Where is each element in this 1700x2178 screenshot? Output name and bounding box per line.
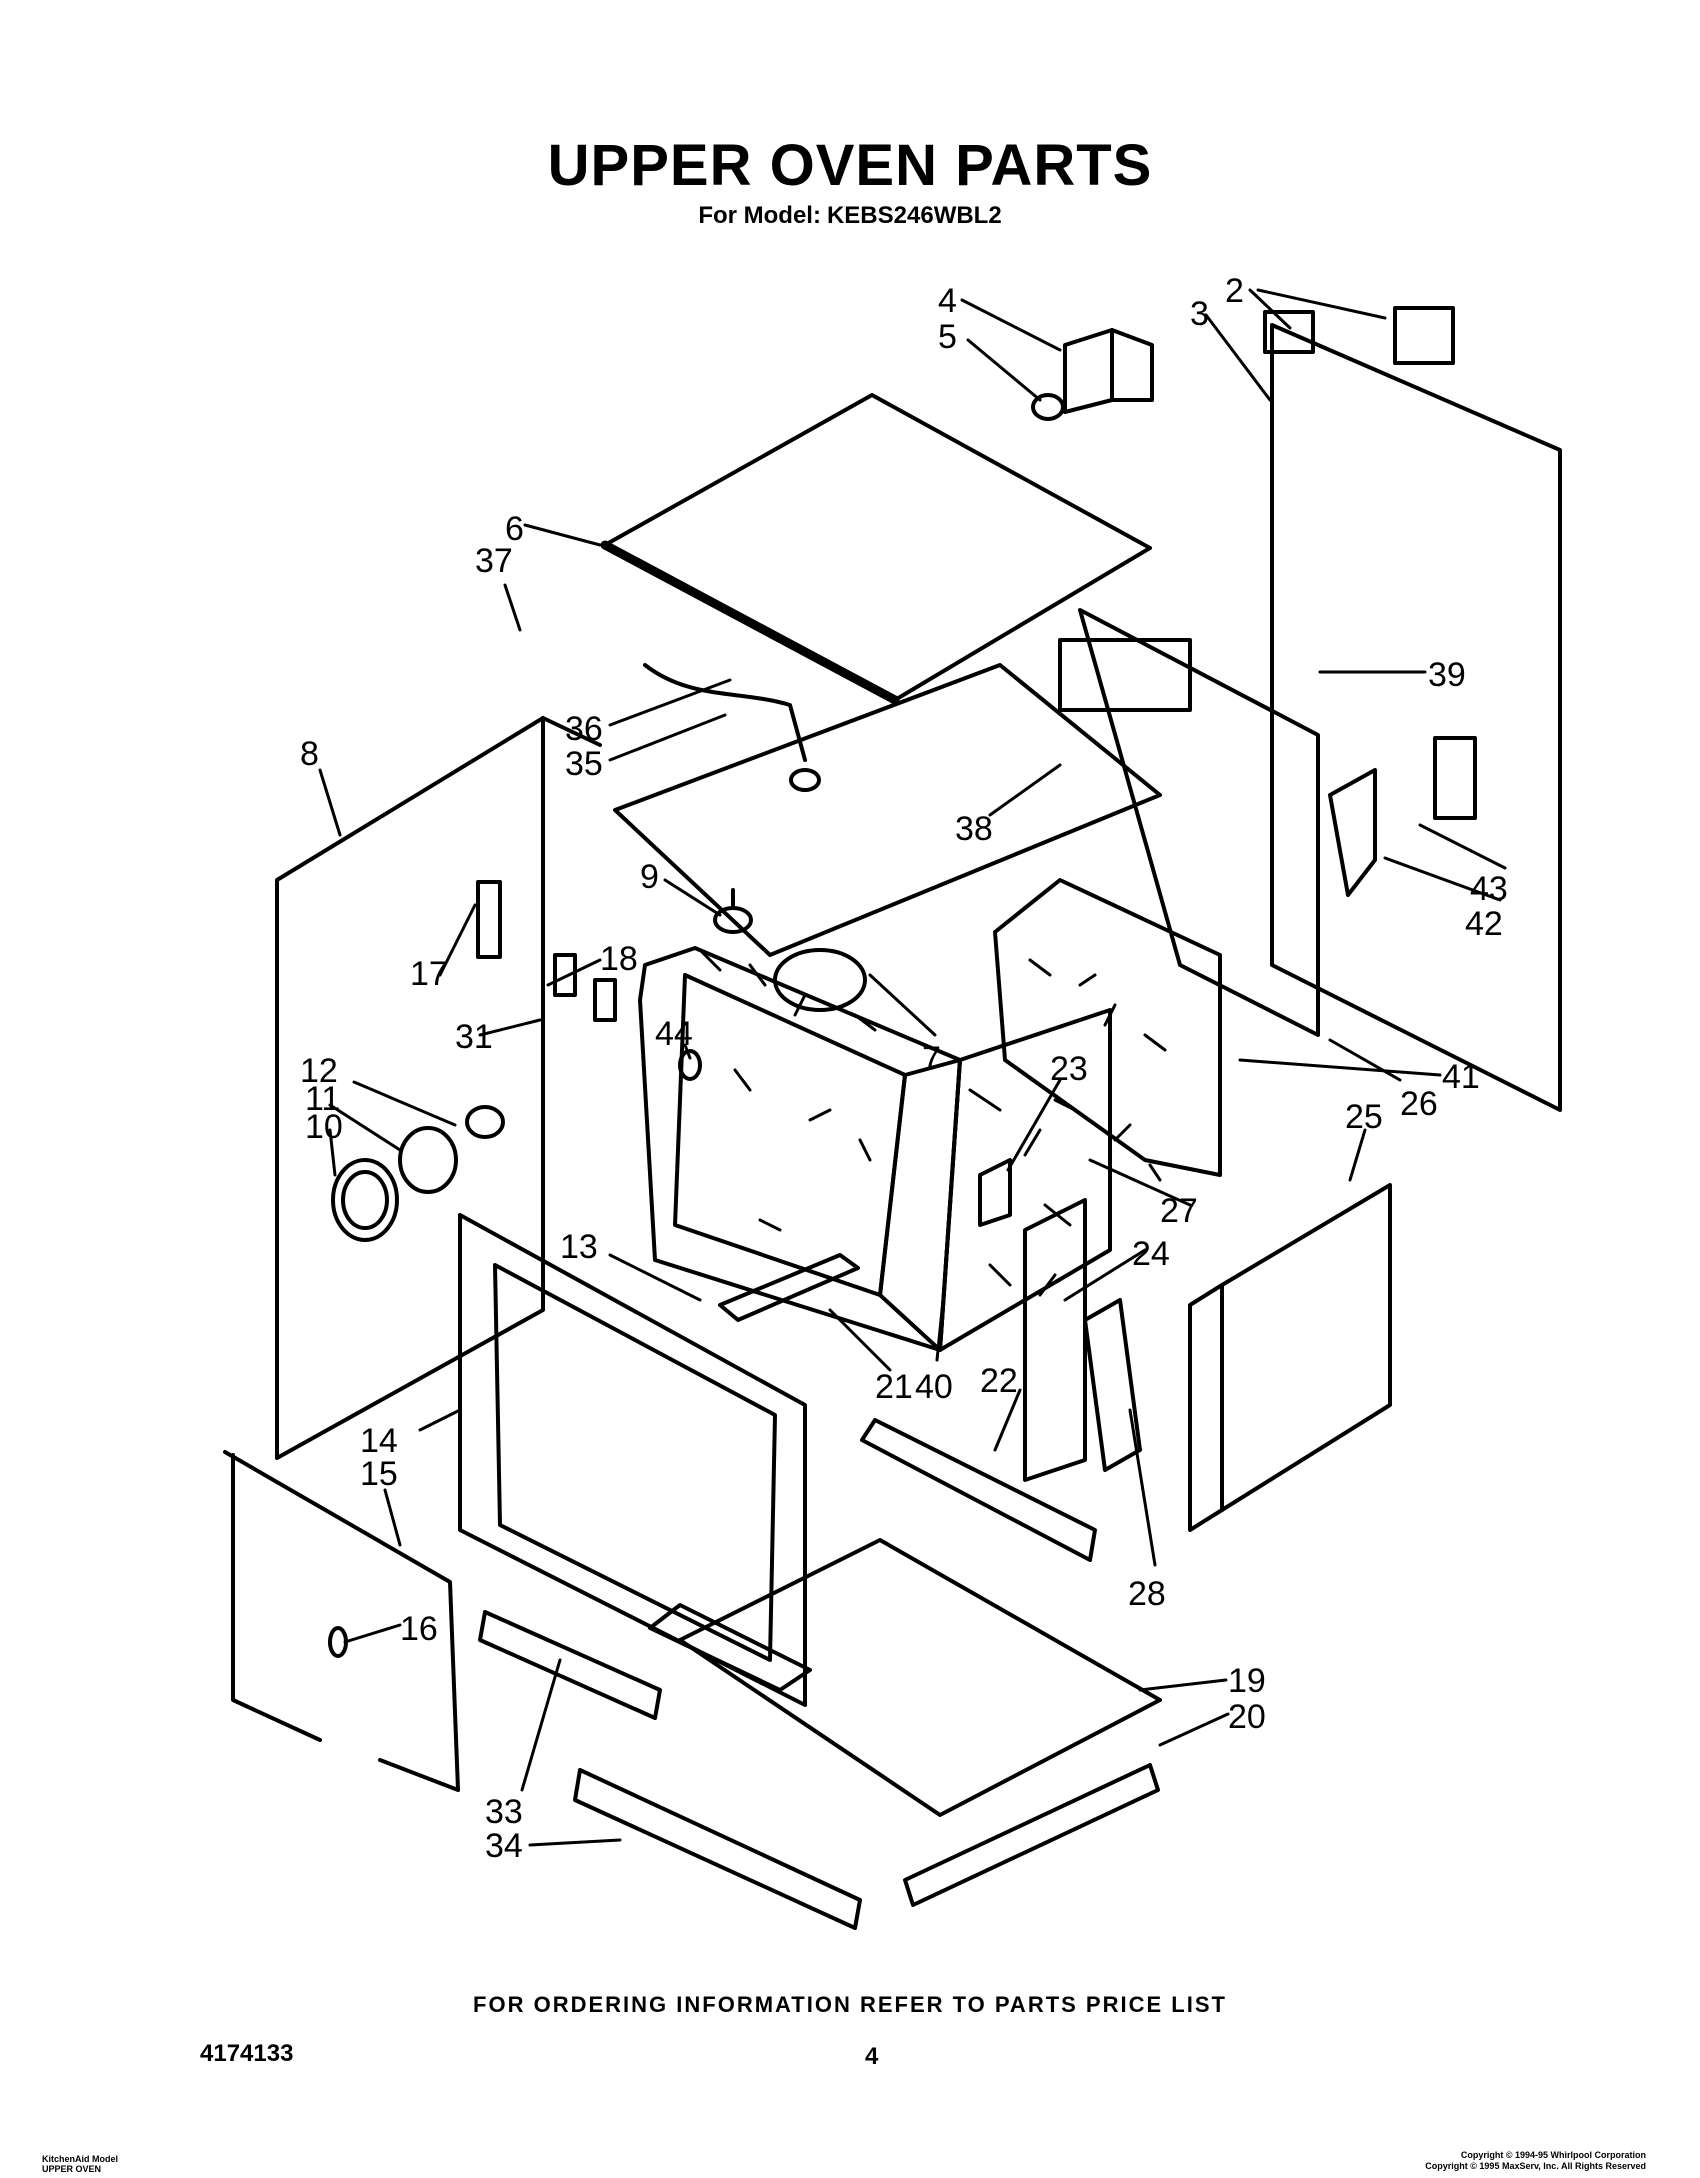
side-shield-part xyxy=(1058,608,1320,1037)
callout-41: 41 xyxy=(1442,1058,1480,1096)
callout-7: 7 xyxy=(922,1040,941,1078)
callout-34: 34 xyxy=(485,1827,523,1865)
hinge-bracket-part xyxy=(1023,1198,1087,1482)
front-trim-part xyxy=(903,1763,1160,1907)
callout-26: 26 xyxy=(1400,1085,1438,1123)
model-subtitle: For Model:KEBS246WBL2 xyxy=(0,202,1700,230)
callout-38: 38 xyxy=(955,810,993,848)
callout-28: 28 xyxy=(1128,1575,1166,1613)
rear-panel-part xyxy=(1263,306,1562,1112)
callout-21: 21 xyxy=(875,1368,913,1406)
oven-cavity-part xyxy=(638,888,1112,1352)
callout-20: 20 xyxy=(1228,1698,1266,1736)
callout-3: 3 xyxy=(1190,295,1209,333)
callout-33: 33 xyxy=(485,1793,523,1831)
copyright-line-2: Copyright © 1995 MaxServ, Inc. All Right… xyxy=(1425,2161,1646,2171)
copyright-info: Copyright © 1994-95 Whirlpool Corporatio… xyxy=(1425,2150,1646,2172)
left-side-panel-part xyxy=(275,716,617,1460)
callout-8: 8 xyxy=(300,735,319,773)
page-number: 4 xyxy=(865,2043,879,2070)
callout-44: 44 xyxy=(655,1015,693,1053)
document-number: 4174133 xyxy=(200,2040,294,2067)
copyright-line-1: Copyright © 1994-95 Whirlpool Corporatio… xyxy=(1460,2150,1646,2160)
callout-labels: 2 3 4 5 6 37 39 36 35 8 38 9 18 17 43 42… xyxy=(300,272,1508,1865)
callout-9: 9 xyxy=(640,858,659,896)
callout-40: 40 xyxy=(915,1368,953,1406)
callout-37: 37 xyxy=(475,542,513,580)
bottom-panel-part xyxy=(678,1538,1162,1817)
callout-6: 6 xyxy=(505,510,524,548)
callout-36: 36 xyxy=(565,710,603,748)
callout-24: 24 xyxy=(1132,1235,1170,1273)
callout-4: 4 xyxy=(938,282,957,320)
callout-25: 25 xyxy=(1345,1098,1383,1136)
callout-18: 18 xyxy=(600,940,638,978)
callout-43: 43 xyxy=(1470,870,1508,908)
callout-14: 14 xyxy=(360,1422,398,1460)
ordering-note: FOR ORDERING INFORMATION REFER TO PARTS … xyxy=(473,1992,1227,2017)
callout-39: 39 xyxy=(1428,656,1466,694)
callout-15: 15 xyxy=(360,1455,398,1493)
channel-part xyxy=(860,1418,1097,1562)
callout-19: 19 xyxy=(1228,1662,1266,1700)
right-side-panel-part xyxy=(1188,1183,1392,1532)
latch-part xyxy=(1083,1298,1142,1472)
callout-42: 42 xyxy=(1465,905,1503,943)
callout-35: 35 xyxy=(565,745,603,783)
callout-27: 27 xyxy=(1160,1192,1198,1230)
wiring-harness-part xyxy=(643,663,821,792)
top-shield-part xyxy=(613,663,1162,957)
bracket-part xyxy=(1031,328,1154,421)
callout-13: 13 xyxy=(560,1228,598,1266)
callout-12: 12 xyxy=(300,1052,338,1090)
callout-10: 10 xyxy=(305,1108,343,1146)
top-panel-part xyxy=(600,393,1152,705)
bake-element-part xyxy=(718,1253,860,1322)
callout-11: 11 xyxy=(305,1080,340,1118)
callout-5: 5 xyxy=(938,318,957,356)
callout-2: 2 xyxy=(1225,272,1244,310)
callout-17: 17 xyxy=(410,955,448,993)
callout-22: 22 xyxy=(980,1362,1018,1400)
for-model-label: For Model: xyxy=(698,202,821,229)
callout-31: 31 xyxy=(455,1018,493,1056)
brand-line-2: UPPER OVEN xyxy=(42,2164,102,2174)
diagram-title: UPPER OVEN PARTS xyxy=(547,133,1153,198)
brand-info: KitchenAid Model UPPER OVEN xyxy=(42,2154,118,2174)
lower-trim-part xyxy=(478,1610,862,1930)
model-number: KEBS246WBL2 xyxy=(826,202,1002,229)
callout-23: 23 xyxy=(1050,1050,1088,1088)
callout-leader-lines xyxy=(318,288,1507,1847)
callout-16: 16 xyxy=(400,1610,438,1648)
brand-line-1: KitchenAid Model xyxy=(42,2154,118,2164)
front-frame-part xyxy=(458,1213,812,1707)
